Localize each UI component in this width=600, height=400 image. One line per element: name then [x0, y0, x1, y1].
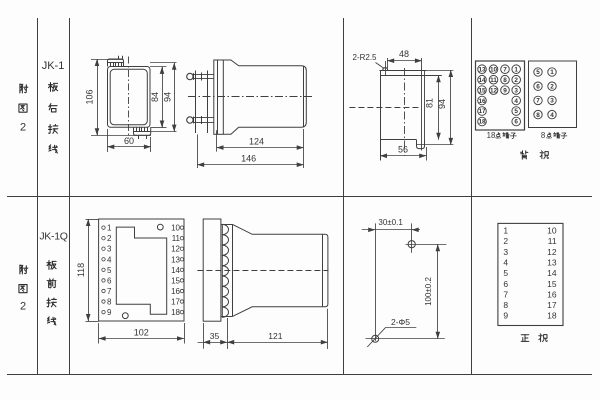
svg-text:4: 4	[107, 255, 112, 264]
svg-text:5: 5	[514, 108, 518, 115]
svg-text:2-R2.5: 2-R2.5	[352, 53, 377, 62]
svg-text:17: 17	[171, 298, 180, 307]
svg-text:56: 56	[398, 145, 408, 155]
svg-text:6: 6	[107, 276, 112, 285]
svg-text:15: 15	[547, 279, 557, 289]
svg-text:94: 94	[162, 92, 172, 102]
svg-text:12: 12	[547, 247, 557, 257]
svg-text:7: 7	[503, 289, 508, 299]
svg-text:5: 5	[536, 69, 540, 76]
svg-text:13: 13	[171, 255, 180, 264]
svg-text:8: 8	[107, 298, 112, 307]
svg-text:4: 4	[514, 98, 518, 105]
svg-text:2: 2	[550, 83, 554, 90]
svg-text:12: 12	[490, 87, 498, 94]
svg-text:100±0.2: 100±0.2	[424, 277, 433, 306]
svg-text:7: 7	[536, 98, 540, 105]
svg-text:10: 10	[490, 66, 498, 73]
svg-text:102: 102	[134, 327, 149, 337]
svg-text:14: 14	[171, 266, 180, 275]
svg-text:18: 18	[487, 131, 496, 140]
svg-text:16: 16	[478, 98, 486, 105]
svg-text:106: 106	[85, 89, 95, 104]
svg-text:30±0.1: 30±0.1	[378, 218, 403, 227]
svg-text:14: 14	[478, 77, 486, 84]
svg-text:6: 6	[514, 119, 518, 126]
svg-text:118: 118	[76, 263, 86, 277]
svg-text:16: 16	[547, 289, 557, 299]
svg-text:2: 2	[107, 234, 112, 243]
svg-text:2: 2	[20, 122, 26, 134]
svg-text:14: 14	[547, 268, 557, 278]
svg-text:8: 8	[503, 77, 507, 84]
svg-text:9: 9	[503, 311, 508, 321]
svg-text:121: 121	[268, 331, 282, 341]
svg-text:10: 10	[171, 224, 180, 233]
svg-text:5: 5	[503, 268, 508, 278]
svg-text:9: 9	[503, 87, 507, 94]
svg-text:6: 6	[536, 83, 540, 90]
svg-text:11: 11	[490, 77, 497, 84]
svg-text:8: 8	[536, 112, 540, 119]
svg-text:81: 81	[424, 98, 434, 108]
svg-text:3: 3	[107, 245, 112, 254]
svg-text:3: 3	[503, 247, 508, 257]
svg-text:1: 1	[550, 69, 554, 76]
svg-text:JK-1: JK-1	[42, 60, 65, 72]
svg-text:3: 3	[550, 98, 554, 105]
svg-text:4: 4	[550, 112, 554, 119]
svg-text:146: 146	[241, 154, 256, 164]
svg-text:17: 17	[478, 108, 486, 115]
svg-text:84: 84	[150, 92, 160, 102]
svg-text:15: 15	[171, 276, 180, 285]
svg-text:17: 17	[547, 300, 557, 310]
svg-text:2: 2	[503, 236, 508, 246]
svg-text:6: 6	[503, 279, 508, 289]
svg-text:18: 18	[478, 119, 486, 126]
svg-text:JK-1Q: JK-1Q	[39, 231, 67, 243]
svg-text:9: 9	[107, 308, 112, 317]
svg-text:10: 10	[547, 226, 557, 236]
svg-text:94: 94	[437, 99, 447, 109]
svg-text:7: 7	[107, 287, 112, 296]
svg-text:1: 1	[107, 224, 112, 233]
svg-text:18: 18	[547, 311, 557, 321]
svg-text:60: 60	[124, 136, 134, 146]
svg-text:1: 1	[503, 226, 508, 236]
svg-text:8: 8	[503, 300, 508, 310]
svg-text:8: 8	[541, 131, 545, 140]
svg-text:11: 11	[548, 236, 557, 246]
svg-text:2-Φ5: 2-Φ5	[391, 317, 410, 327]
svg-text:15: 15	[478, 87, 486, 94]
svg-text:7: 7	[503, 66, 507, 73]
svg-text:2: 2	[514, 77, 518, 84]
svg-text:18: 18	[171, 308, 180, 317]
svg-text:124: 124	[249, 137, 264, 147]
svg-text:13: 13	[478, 66, 486, 73]
svg-text:5: 5	[107, 266, 112, 275]
svg-text:12: 12	[171, 245, 180, 254]
svg-text:35: 35	[210, 331, 220, 341]
svg-text:3: 3	[514, 87, 518, 94]
svg-text:1: 1	[514, 66, 518, 73]
svg-text:2: 2	[20, 301, 26, 313]
svg-text:16: 16	[171, 287, 180, 296]
svg-text:4: 4	[503, 258, 508, 268]
svg-text:13: 13	[547, 258, 557, 268]
svg-text:11: 11	[172, 234, 181, 243]
svg-text:48: 48	[399, 49, 409, 59]
